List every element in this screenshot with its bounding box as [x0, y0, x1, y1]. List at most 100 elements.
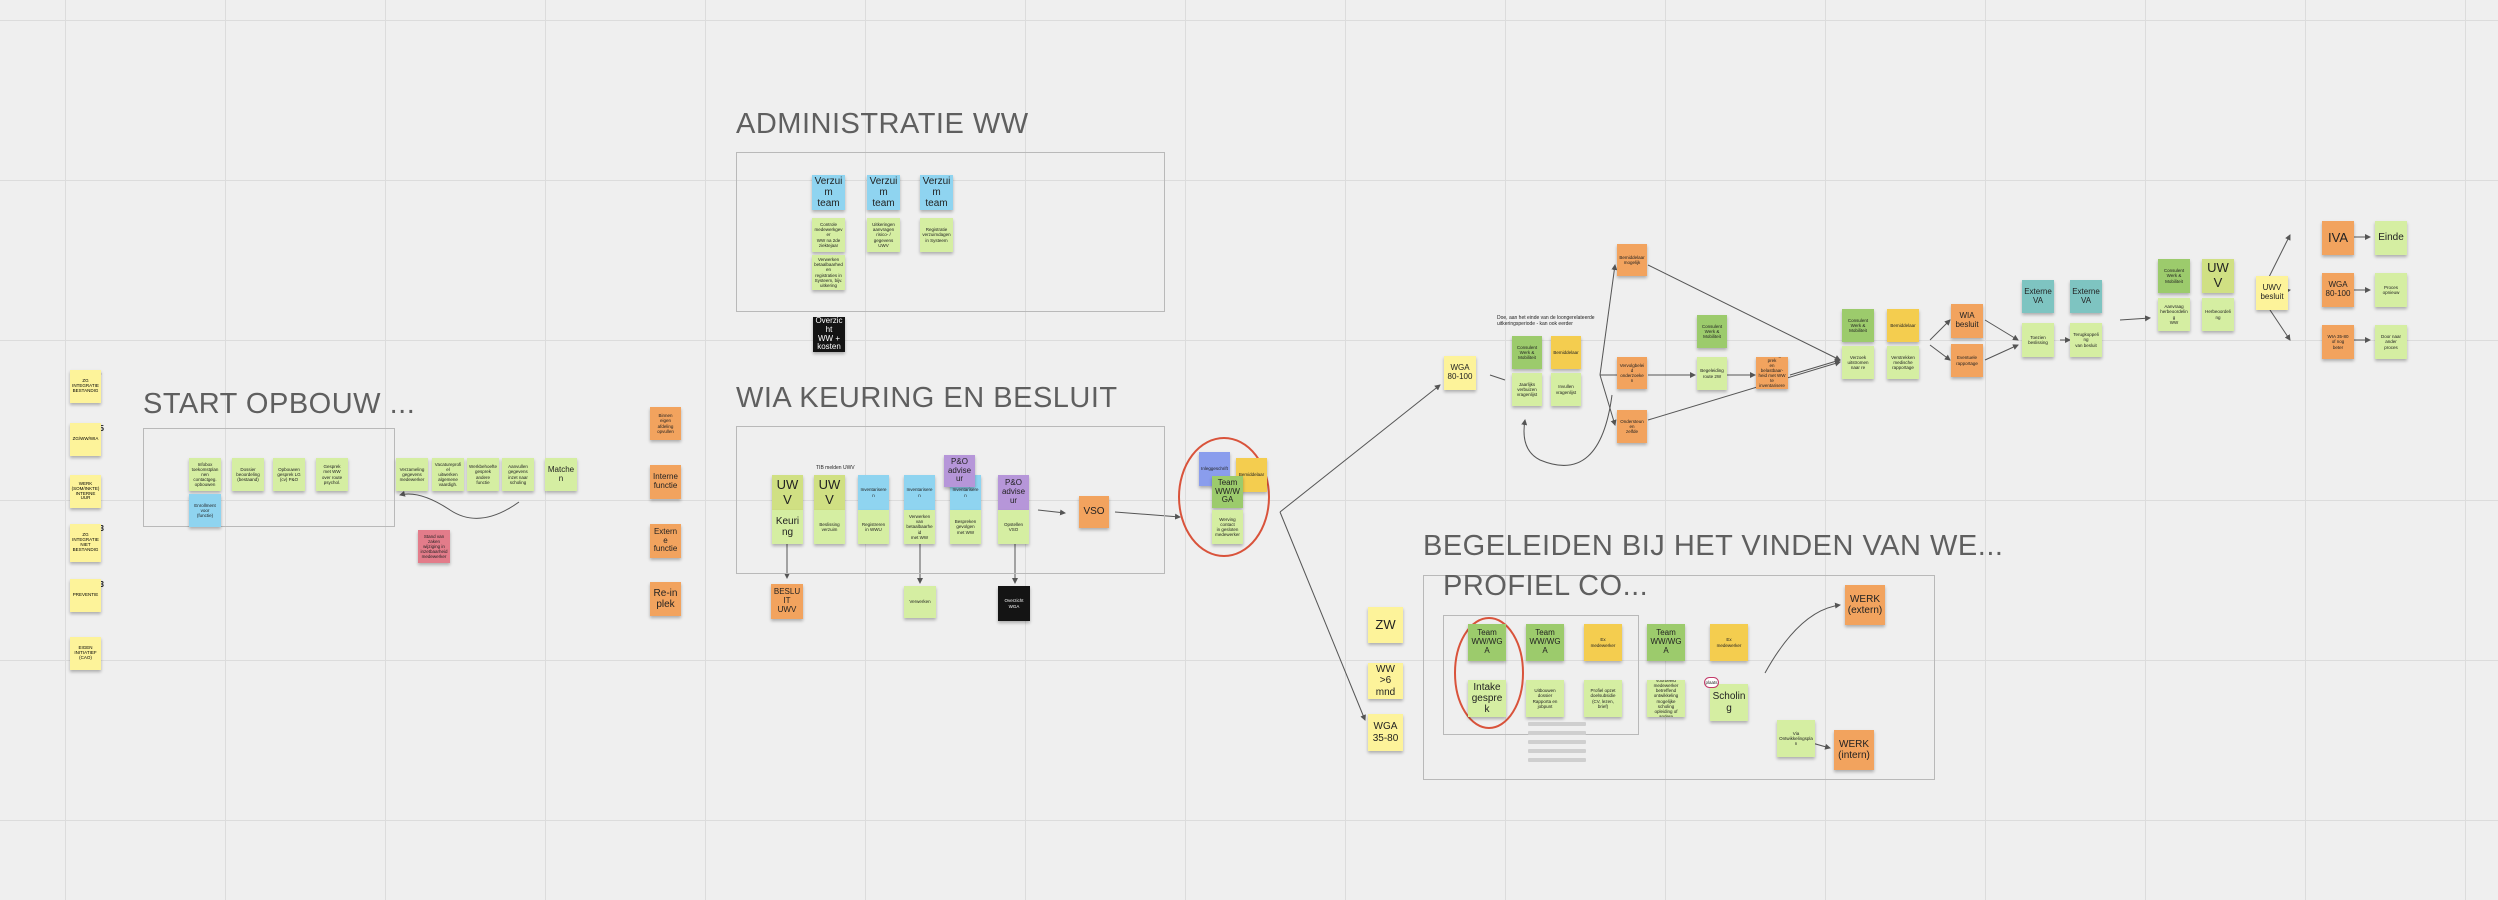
sidebar-note-4[interactable]: ZG INTEGRATIE NIET BESTANDIG	[70, 524, 101, 562]
wia-besluit-uwv[interactable]: BESLUIT UWV	[771, 584, 803, 619]
beg-ex-medewerker-2[interactable]: Ex medewerker	[1710, 624, 1748, 661]
wga-verzoek[interactable]: Verzoek uitstromen naar re	[1842, 346, 1874, 379]
admin-verzuim-team-3[interactable]: Verzuim team	[920, 175, 953, 210]
beg-intake-gesprek[interactable]: Intake gesprek	[1468, 680, 1506, 717]
admin-detail-4[interactable]: Verwerken betaalbaarheden registraties i…	[812, 255, 845, 290]
wia-registreren[interactable]: Registreren in WWU	[858, 510, 889, 544]
wia-inventariseren-2[interactable]: Inventariseren	[904, 475, 935, 510]
wga-begeleiding[interactable]: Begeleiding route 2W	[1697, 357, 1727, 390]
wga-consulent-4[interactable]: Consulent Werk & Mobiliteit	[2158, 259, 2190, 293]
wga-bemiddelaar-1[interactable]: Bemiddelaar	[1551, 336, 1581, 369]
start-note-4[interactable]: Gesprek met WW over route psychol.	[316, 458, 348, 491]
middle-team-ww-wga[interactable]: Team WW/WGA	[1212, 476, 1243, 508]
beg-team-2[interactable]: Team WW/WGA	[1526, 624, 1564, 661]
sidebar-note-2[interactable]: ZG/WW/WIA	[70, 423, 101, 456]
wga-invullen-vragenlijst[interactable]: Invullen vragenlijst	[1551, 373, 1581, 406]
functie-binnen-eigen-afdeling[interactable]: Binnen eigen afdeling opvullen	[650, 407, 681, 440]
wia-small-label: TIB melden UWV	[816, 465, 855, 471]
start-note-7[interactable]: Vacatureprofiel uitwerken algemene vaard…	[432, 458, 464, 491]
wga-wia-sub[interactable]: Eventuele rapportage	[1951, 344, 1983, 377]
start-note-8[interactable]: Werkbehoefte gesprek andere functie	[467, 458, 499, 491]
wga-uwv[interactable]: UWV	[2202, 259, 2234, 293]
wia-po-adviseur-2[interactable]: P&O adviseur	[998, 475, 1029, 510]
wga-uwv-besluit[interactable]: UWV besluit	[2256, 276, 2288, 310]
wia-verwerken-betaalbaarheid[interactable]: Verwerken van betaalbaarheid met WW	[904, 510, 935, 544]
start-matchen[interactable]: Matchen	[545, 458, 577, 491]
wia-inventariseren-1[interactable]: Inventariseren	[858, 475, 889, 510]
admin-verzuim-team-1[interactable]: Verzuim team	[812, 175, 845, 210]
wga-aanvraag[interactable]: Aanvraag herbeoordeling WW	[2158, 298, 2190, 331]
admin-detail-1[interactable]: Controle medewerkgever WW na 2de ziektej…	[812, 218, 845, 252]
functie-re-in-plek[interactable]: Re-in plek	[650, 582, 681, 616]
wga-consulent-2[interactable]: Consulent Werk & Mobiliteit	[1697, 315, 1727, 348]
wga-terugkoppeling[interactable]: Terugkoppeling van besluit	[2070, 323, 2102, 357]
functie-intern[interactable]: Interne functie	[650, 465, 681, 499]
wga-einde[interactable]: Einde	[2375, 221, 2407, 255]
start-note-1[interactable]: Infobox toekomstplannen contactgeg. opbo…	[189, 458, 221, 491]
beg-werk-extern[interactable]: WERK (extern)	[1845, 585, 1885, 625]
start-pink-note[interactable]: Stand van zaken wijziging in inzetbaarhe…	[418, 530, 450, 563]
wga-jaarlijks[interactable]: Jaarlijks verbuizen vragenlijst	[1512, 373, 1542, 406]
wia-uwv-1[interactable]: UWV	[772, 475, 803, 510]
beg-uitbouwen-dossier[interactable]: Uitbouwen dossier Rapporta en jobpunt	[1526, 680, 1564, 717]
middle-werving-contact[interactable]: Werving contact in gesloten medewerker	[1212, 510, 1243, 544]
wga-herbeoordeling[interactable]: Herbeoordeling	[2202, 298, 2234, 331]
admin-detail-2[interactable]: Uitkeringen aanvragen risico- / gegevens…	[867, 218, 900, 252]
wga-verstrekken[interactable]: Verstrekken medische rapportage	[1887, 346, 1919, 379]
beg-zw[interactable]: ZW	[1368, 607, 1403, 643]
wga-orange-mid[interactable]: Vervolgbeleid onderzoeken	[1617, 357, 1647, 389]
start-note-5[interactable]: Enrollment voor (functie)	[189, 494, 221, 527]
wia-beslissing[interactable]: Beslissing verzuim	[814, 510, 845, 544]
wga-80-100[interactable]: WGA 80-100	[1444, 356, 1476, 390]
functie-extern[interactable]: Externe functie	[650, 524, 681, 558]
wga-door-naar[interactable]: Door naar ander proces	[2375, 325, 2407, 359]
wga-consulent-1[interactable]: Consulent Werk & Mobiliteit	[1512, 336, 1542, 369]
wia-opstellen-vso[interactable]: Opstellen VSO	[998, 510, 1029, 544]
beg-scholing[interactable]: Scholing	[1710, 684, 1748, 721]
beg-werk-intern[interactable]: WERK (intern)	[1834, 730, 1874, 770]
beg-team-3[interactable]: Team WW/WGA	[1647, 624, 1685, 661]
beg-ontwikkelingsplan[interactable]: Via Ontwikkelingsplan	[1777, 720, 1815, 757]
wia-vso[interactable]: VSO	[1079, 496, 1109, 528]
wga-toezien[interactable]: Toezien beslissing	[2022, 323, 2054, 357]
wia-keuring[interactable]: Keuring	[772, 510, 803, 544]
sidebar-note-1[interactable]: ZG INTEGRATIE BESTANDIG	[70, 370, 101, 403]
wga-proces-opnieuw[interactable]: Proces opnieuw	[2375, 273, 2407, 307]
wga-consulent-3[interactable]: Consulent Werk & Mobiliteit	[1842, 309, 1874, 342]
wia-uwv-2[interactable]: UWV	[814, 475, 845, 510]
wga-externe-va-1[interactable]: Externe VA	[2022, 280, 2054, 313]
wga-wia-35-80[interactable]: WIA 35-80 of nog beter	[2322, 325, 2354, 359]
beg-ex-medewerker-1[interactable]: Ex medewerker	[1584, 624, 1622, 661]
wia-bespreken-gevolgen[interactable]: Bespreken gevolgen met WW	[950, 510, 981, 544]
sidebar-note-6[interactable]: EIGEN INITIATIEF (CAO)	[70, 637, 101, 670]
beg-wga-35-80[interactable]: WGA 35-80	[1368, 714, 1403, 751]
beg-voorbeeld-medewerker[interactable]: Instellen voorbeeld medewerker betreffen…	[1647, 680, 1685, 717]
beg-profiel-opzet[interactable]: Profiel opzet doelsubsidie (CV, lezen, b…	[1584, 680, 1622, 717]
wga-bemiddelaar-3[interactable]: Bemiddelaar	[1887, 309, 1919, 342]
wga-orange-bot[interactable]: Ondersteunen zelfde	[1617, 410, 1647, 443]
wga-iva[interactable]: IVA	[2322, 221, 2354, 255]
wia-po-adviseur-1[interactable]: P&O adviseur	[944, 455, 975, 487]
wia-verwerken[interactable]: Verwerken	[904, 586, 936, 618]
beg-pink-tag[interactable]: plaats	[1704, 677, 1719, 688]
wga-80-100-2[interactable]: WGA 80-100	[2322, 273, 2354, 307]
start-note-3[interactable]: Opbouwen gesprek LG (cv) P&O	[273, 458, 305, 491]
admin-verzuim-team-2[interactable]: Verzuim team	[867, 175, 900, 210]
wga-orange-top[interactable]: Bemiddelaar mogelijk	[1617, 244, 1647, 276]
start-note-2[interactable]: Dossier beoordeling (bestaand)	[232, 458, 264, 491]
admin-overzicht-ww[interactable]: Overzicht WW + kosten	[813, 317, 845, 352]
wga-externe-va-2[interactable]: Externe VA	[2070, 280, 2102, 313]
beg-ww-6-mnd[interactable]: WW >6 mnd	[1368, 663, 1403, 699]
wga-orange-right[interactable]: Mobiliteitsgesprek en belastbaar- heid m…	[1756, 357, 1788, 389]
middle-amber-note[interactable]: Bemiddelaar	[1236, 458, 1267, 492]
start-note-9[interactable]: Aanvullen gegevens inzet naar scholing	[502, 458, 534, 491]
beg-team-1[interactable]: Team WW/WGA	[1468, 624, 1506, 661]
wga-wia-besluit[interactable]: WIA besluit	[1951, 304, 1983, 338]
admin-detail-3[interactable]: Registratie verzuimdagen in Systeem	[920, 218, 953, 252]
sidebar-note-5[interactable]: PREVENTIE	[70, 579, 101, 612]
frame-title-profiel: PROFIEL CO...	[1443, 570, 1649, 602]
sidebar-note-3[interactable]: WERK (SOM/INKTE) INTERNE UUR	[70, 475, 101, 508]
wia-overzicht-wga[interactable]: Overzicht WGA	[998, 586, 1030, 621]
start-note-6[interactable]: Verzameling gegevens medewerker	[396, 458, 428, 491]
